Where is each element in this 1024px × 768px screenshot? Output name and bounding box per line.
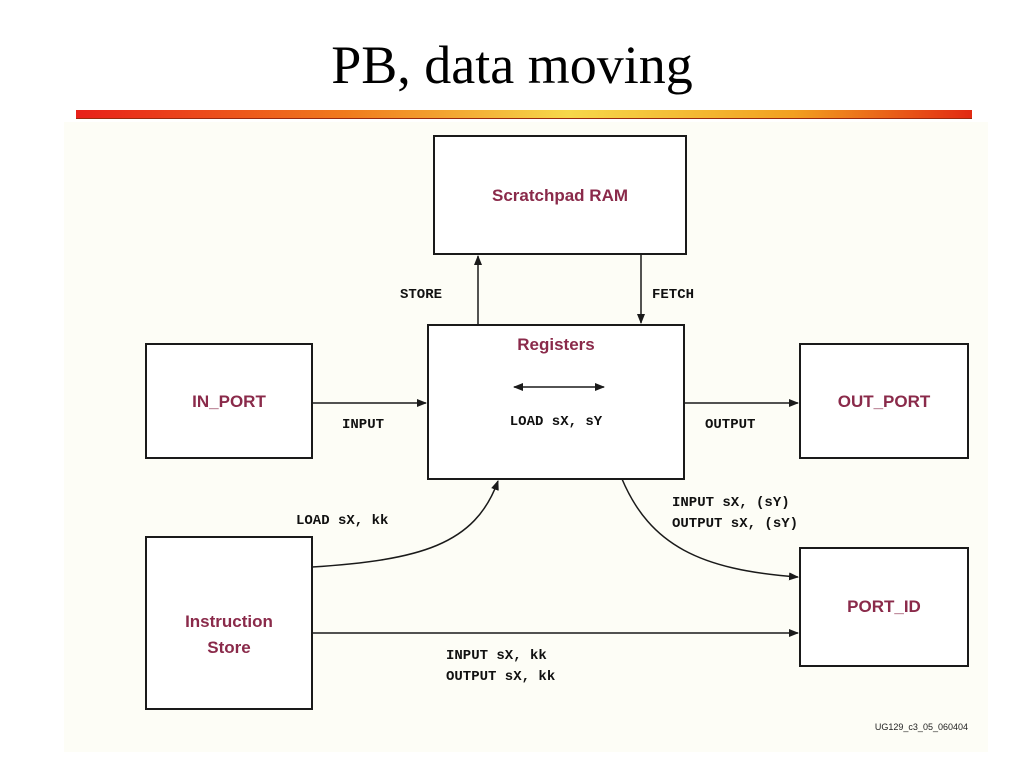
out-port-box: OUT_PORT xyxy=(799,343,969,459)
port-address-curve-arrow xyxy=(621,478,799,581)
input-sx-sy-label: INPUT sX, (sY) xyxy=(672,495,790,511)
load-sx-kk-arrow xyxy=(311,480,499,568)
registers-box: Registers LOAD sX, sY xyxy=(427,324,685,480)
out-port-label: OUT_PORT xyxy=(838,392,931,411)
instruction-store-label-line2: Store xyxy=(207,638,250,657)
registers-label: Registers xyxy=(517,335,594,354)
title-divider xyxy=(76,110,972,119)
fetch-label: FETCH xyxy=(652,287,694,303)
scratchpad-ram-box: Scratchpad RAM xyxy=(433,135,687,255)
output-label: OUTPUT xyxy=(705,417,755,433)
scratchpad-ram-label: Scratchpad RAM xyxy=(492,186,628,205)
figure-id: UG129_c3_05_060404 xyxy=(875,722,968,732)
instruction-store-box: Instruction Store xyxy=(145,536,313,710)
instruction-store-label-line1: Instruction xyxy=(185,612,273,631)
load-sx-sy-label: LOAD sX, sY xyxy=(510,414,603,430)
port-id-label: PORT_ID xyxy=(847,597,921,616)
in-port-box: IN_PORT xyxy=(145,343,313,459)
slide-title: PB, data moving xyxy=(331,35,693,95)
load-sx-kk-label: LOAD sX, kk xyxy=(296,513,388,529)
output-sx-kk-label: OUTPUT sX, kk xyxy=(446,669,555,685)
input-sx-kk-label: INPUT sX, kk xyxy=(446,648,547,664)
output-sx-sy-label: OUTPUT sX, (sY) xyxy=(672,516,798,532)
in-port-label: IN_PORT xyxy=(192,392,266,411)
store-label: STORE xyxy=(400,287,442,303)
port-id-box: PORT_ID xyxy=(799,547,969,667)
input-label: INPUT xyxy=(342,417,384,433)
